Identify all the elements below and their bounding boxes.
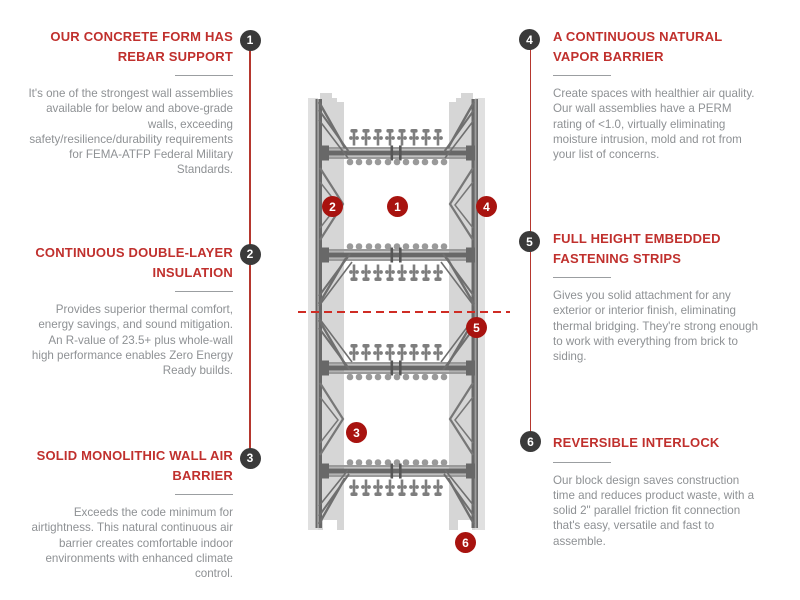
divider — [175, 494, 233, 495]
fastening-strip-left — [315, 99, 322, 528]
diagram-badge-5: 5 — [466, 317, 487, 338]
diagram-badge-6: 6 — [455, 532, 476, 553]
callout-3-body: Exceeds the code minimum for airtightnes… — [31, 506, 234, 581]
callout-1: OUR CONCRETE FORM HAS REBAR SUPPORT It's… — [27, 27, 233, 178]
callout-5: FULL HEIGHT EMBEDDED FASTENING STRIPS Gi… — [553, 229, 761, 364]
outer-strip-left — [308, 98, 318, 530]
callout-3-title: SOLID MONOLITHIC WALL AIR BARRIER — [36, 448, 233, 483]
step-badge-2: 2 — [239, 243, 261, 265]
diagram-badge-4: 4 — [476, 196, 497, 217]
callout-1-title: OUR CONCRETE FORM HAS REBAR SUPPORT — [50, 29, 233, 64]
callout-6-body: Our block design saves construction time… — [553, 473, 755, 548]
callout-2: CONTINUOUS DOUBLE-LAYER INSULATION Provi… — [27, 243, 233, 378]
callout-6: REVERSIBLE INTERLOCK Our block design sa… — [553, 433, 761, 549]
callout-3: SOLID MONOLITHIC WALL AIR BARRIER Exceed… — [27, 446, 233, 581]
callout-5-title: FULL HEIGHT EMBEDDED FASTENING STRIPS — [553, 231, 721, 266]
step-badge-6: 6 — [520, 431, 541, 452]
callout-4-title: A CONTINUOUS NATURAL VAPOR BARRIER — [553, 29, 723, 64]
diagram-badge-1: 1 — [387, 196, 408, 217]
web-band-3 — [317, 317, 476, 381]
callout-4: A CONTINUOUS NATURAL VAPOR BARRIER Creat… — [553, 27, 761, 162]
divider — [553, 277, 611, 278]
callout-4-body: Create spaces with healthier air quality… — [553, 87, 755, 162]
divider — [175, 75, 233, 76]
step-badge-3: 3 — [239, 447, 261, 469]
foam-panel-left — [318, 93, 344, 530]
divider — [553, 75, 611, 76]
web-band-4 — [317, 459, 476, 525]
divider — [175, 291, 233, 292]
callout-1-body: It's one of the strongest wall assemblie… — [28, 87, 233, 177]
web-band-1 — [317, 101, 476, 166]
step-badge-4: 4 — [519, 29, 540, 50]
fastening-strip-right — [471, 99, 478, 528]
outer-strip-right — [475, 98, 485, 530]
foam-panel-right — [449, 93, 475, 530]
callout-2-body: Provides superior thermal comfort, energ… — [31, 303, 233, 378]
divider — [553, 461, 611, 463]
callout-5-body: Gives you solid attachment for any exter… — [553, 289, 759, 364]
step-badge-1: 1 — [239, 29, 261, 51]
step-badge-5: 5 — [519, 231, 540, 252]
side-webs-lower — [319, 382, 474, 456]
callout-2-title: CONTINUOUS DOUBLE-LAYER INSULATION — [35, 245, 233, 280]
web-band-2 — [317, 243, 476, 307]
diagram-badge-2: 2 — [322, 196, 343, 217]
icf-wall-block-illustration — [298, 93, 510, 530]
callout-6-title: REVERSIBLE INTERLOCK — [553, 435, 720, 450]
diagram-badge-3: 3 — [346, 422, 367, 443]
